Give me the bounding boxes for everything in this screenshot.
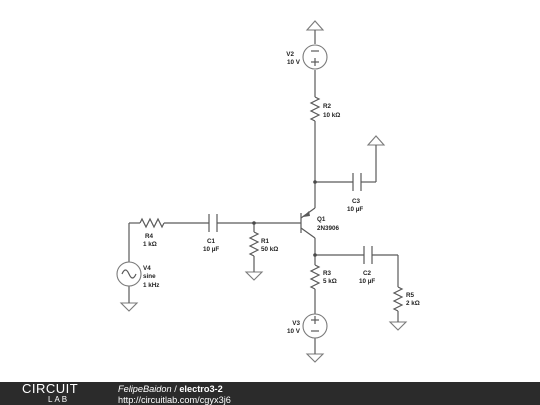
r5-name: R5 xyxy=(406,292,415,299)
circuit-meta: FelipeBaidon / electro3-2 http://circuit… xyxy=(118,384,231,405)
v4-value: sine xyxy=(143,273,156,280)
logo-line1: CIRCUIT xyxy=(22,381,79,396)
resistor-r4 xyxy=(139,217,165,229)
v3-name: V3 xyxy=(292,320,300,327)
r2-value: 10 kΩ xyxy=(323,112,340,119)
r4-value: 1 kΩ xyxy=(143,241,157,248)
resistor-r5 xyxy=(392,286,404,312)
voltage-source-v3 xyxy=(302,313,328,339)
author-link[interactable]: FelipeBaidon xyxy=(118,384,172,394)
ground-r5 xyxy=(388,321,408,331)
r3-value: 5 kΩ xyxy=(323,278,337,285)
r1-name: R1 xyxy=(261,238,270,245)
v4-frequency: 1 kHz xyxy=(143,282,159,289)
ground-top xyxy=(305,20,325,44)
ground-v3 xyxy=(305,353,325,363)
separator: / xyxy=(171,384,180,394)
c3-value: 10 µF xyxy=(347,206,363,213)
capacitor-c3 xyxy=(352,173,362,191)
circuit-schematic: V2 10 V R2 10 kΩ C3 10 µF Q1 2N3906 R4 1… xyxy=(116,20,420,363)
circuit-title[interactable]: electro3-2 xyxy=(179,384,223,394)
c2-name: C2 xyxy=(363,270,372,277)
q1-value: 2N3906 xyxy=(317,225,340,232)
voltage-source-v2 xyxy=(302,44,328,70)
v3-value: 10 V xyxy=(287,328,301,335)
ground-v4 xyxy=(119,302,139,312)
footer-bar: CIRCUIT LAB FelipeBaidon / electro3-2 ht… xyxy=(0,382,540,405)
q1-name: Q1 xyxy=(317,216,326,223)
c1-value: 10 µF xyxy=(203,246,219,253)
c2-value: 10 µF xyxy=(359,278,375,285)
junction-dot xyxy=(313,180,317,184)
logo-line2: LAB xyxy=(48,395,70,404)
v4-name: V4 xyxy=(143,265,151,272)
r5-value: 2 kΩ xyxy=(406,300,420,307)
r4-name: R4 xyxy=(145,233,154,240)
capacitor-c1 xyxy=(208,214,218,232)
capacitor-c2 xyxy=(363,246,373,264)
c1-name: C1 xyxy=(207,238,216,245)
ground-r1 xyxy=(244,271,264,281)
v2-value: 10 V xyxy=(287,59,301,66)
junction-dot xyxy=(252,221,256,225)
v2-name: V2 xyxy=(286,51,294,58)
r1-value: 50 kΩ xyxy=(261,246,278,253)
circuitlab-logo: CIRCUIT LAB xyxy=(22,381,79,404)
junction-dot xyxy=(313,253,317,257)
r2-name: R2 xyxy=(323,103,332,110)
ground-c3 xyxy=(366,135,386,146)
c3-name: C3 xyxy=(352,198,361,205)
transistor-q1 xyxy=(300,207,316,239)
r3-name: R3 xyxy=(323,270,332,277)
circuit-url[interactable]: http://circuitlab.com/cgyx3j6 xyxy=(118,394,231,405)
resistor-r1 xyxy=(248,231,260,257)
resistor-r2 xyxy=(309,96,321,122)
resistor-r3 xyxy=(309,264,321,290)
sine-source-v4 xyxy=(116,261,142,287)
